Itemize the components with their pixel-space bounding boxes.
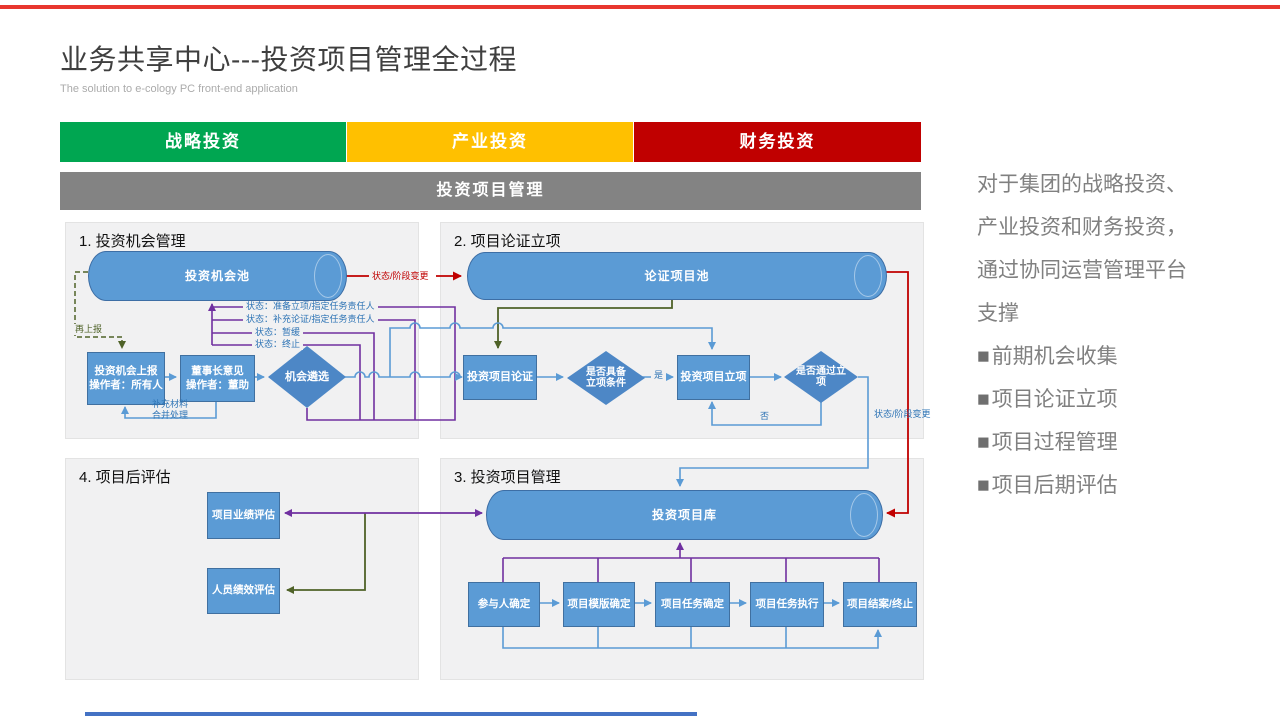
investment-project-management-banner: 投资项目管理 [60,172,921,210]
panel4-title: 4. 项目后评估 [79,469,171,486]
node-project-verification: 投资项目论证 [463,355,537,400]
bullet-item: ■项目过程管理 [977,421,1272,464]
node-opportunity-report: 投资机会上报 操作者：所有人 [87,352,165,405]
bar-strategic-investment: 战略投资 [60,122,346,162]
panel2-title: 2. 项目论证立项 [454,233,561,250]
node-performance-evaluation: 项目业绩评估 [207,492,280,539]
bullet-square-icon: ■ [977,345,990,368]
summary-line: 支撑 [977,302,1019,325]
node-project-approval: 投资项目立项 [677,355,750,400]
bullet-text: 项目论证立项 [991,388,1118,411]
sidebar-summary: 对于集团的战略投资、 产业投资和财务投资， 通过协同运营管理平台 支撑 ■前期机… [977,163,1272,507]
pool-opportunity: 投资机会池 [88,251,347,301]
bullet-text: 项目后期评估 [991,474,1118,497]
label-yes: 是 [651,370,667,381]
bullet-square-icon: ■ [977,474,990,497]
summary-line: 产业投资和财务投资， [977,216,1187,239]
bullet-item: ■项目后期评估 [977,464,1272,507]
panel1-title: 1. 投资机会管理 [79,233,186,250]
page-title: 业务共享中心---投资项目管理全过程 [60,44,517,75]
label-status-supplement: 状态：补充论证/指定任务责任人 [243,314,378,325]
label-status-prepare: 状态：准备立项/指定任务责任人 [243,301,378,312]
bullet-square-icon: ■ [977,431,990,454]
label-status-change-top: 状态/阶段变更 [372,271,429,281]
label-status-change-right: 状态/阶段变更 [874,409,931,419]
node-step-execution: 项目任务执行 [750,582,824,627]
panel3-title: 3. 投资项目管理 [454,469,561,486]
node-step-participants: 参与人确定 [468,582,540,627]
label-resubmit: 再上报 [72,324,106,335]
bullet-text: 项目过程管理 [991,431,1118,454]
node-step-closure: 项目结案/终止 [843,582,917,627]
bottom-accent-strip [85,712,697,716]
label-status-terminate: 状态：终止 [252,339,304,350]
label-no: 否 [757,411,773,422]
bullet-item: ■前期机会收集 [977,335,1272,378]
bar-industrial-investment: 产业投资 [347,122,633,162]
node-step-tasks: 项目任务确定 [655,582,730,627]
label-supplement-material: 补充材料 合并处理 [151,399,188,420]
node-staff-evaluation: 人员绩效评估 [207,568,280,614]
page-subtitle: The solution to e-cology PC front-end ap… [60,83,298,95]
label-status-suspend: 状态：暂缓 [252,327,304,338]
summary-line: 对于集团的战略投资、 [977,173,1187,196]
bullet-square-icon: ■ [977,388,990,411]
node-chairman-opinion: 董事长意见 操作者：董助 [180,355,255,402]
node-step-template: 项目模版确定 [563,582,635,627]
top-accent-strip [0,5,1280,9]
bullet-item: ■项目论证立项 [977,378,1272,421]
pool-project-library: 投资项目库 [486,490,883,540]
bar-financial-investment: 财务投资 [634,122,921,162]
bullet-text: 前期机会收集 [991,345,1118,368]
pool-verification-projects: 论证项目池 [467,252,887,300]
summary-line: 通过协同运营管理平台 [977,259,1187,282]
